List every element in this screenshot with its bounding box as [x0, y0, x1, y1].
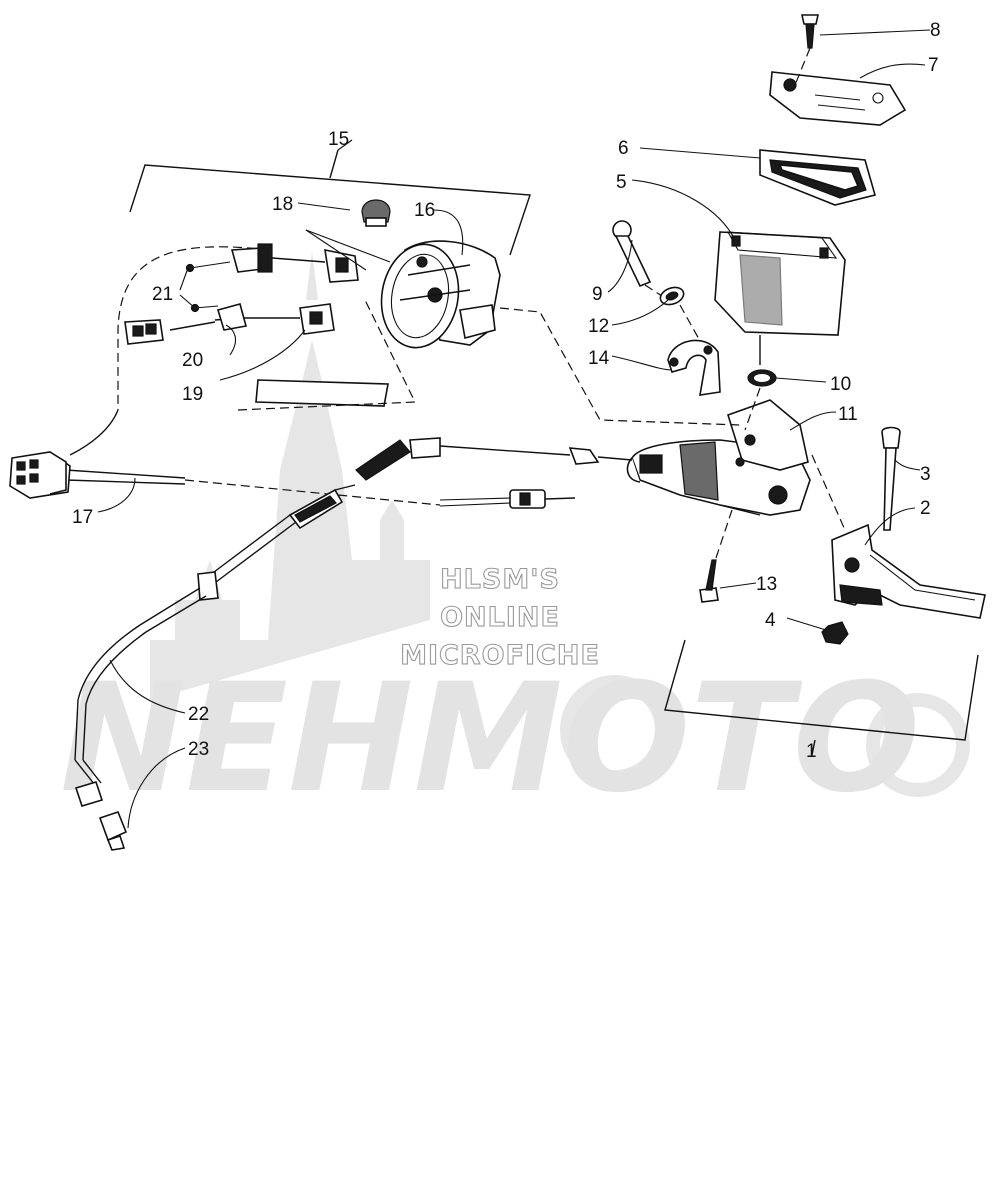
- callout-23: 23: [188, 739, 209, 760]
- watermark: NEHMOTO HLSM'S ONLINE MICROFICHE: [60, 250, 970, 826]
- callout-16: 16: [414, 200, 435, 221]
- callout-12: 12: [588, 316, 609, 337]
- clamp-14: [667, 339, 721, 396]
- callout-leaders: [97, 29, 931, 829]
- watermark-wheel-right-hole: [880, 707, 956, 783]
- wire-terminal: [509, 489, 576, 509]
- callout-3: 3: [920, 464, 931, 485]
- indicator-bulb: [361, 199, 391, 227]
- pivot-bolt: [881, 426, 901, 531]
- wiring-harness: [9, 246, 576, 509]
- callout-4: 4: [765, 610, 776, 631]
- lever-nut: [821, 621, 849, 645]
- callout-6: 6: [618, 138, 629, 159]
- housing-group-line: [237, 299, 416, 411]
- watermark-logo: NEHMOTO: [60, 652, 920, 826]
- lever-pivot-line: [811, 454, 846, 531]
- callout-14: 14: [588, 348, 610, 369]
- callout-22: 22: [188, 704, 209, 725]
- callout-13: 13: [756, 574, 777, 595]
- harness-connector: [9, 451, 71, 499]
- callout-10: 10: [830, 374, 851, 395]
- callout-20: 20: [182, 350, 203, 371]
- cylinder-housing-line: [499, 307, 741, 426]
- fluid-reservoir: [714, 231, 846, 336]
- hose-fitting: [98, 811, 128, 851]
- callout-18: 18: [272, 194, 293, 215]
- callout-15: 15: [328, 129, 349, 150]
- bolt-9: [612, 220, 669, 301]
- switch-wiring-parts: [124, 243, 389, 407]
- switch-housing: [380, 240, 501, 349]
- watermark-line-1: HLSM'S: [440, 564, 560, 595]
- callout-labels: 1 2 3 4 5 6 7 8 9 10 11 12 13 14 15 16 1…: [72, 20, 941, 762]
- cover-gasket: [759, 149, 876, 206]
- mount-screw: [699, 509, 733, 603]
- callout-9: 9: [592, 284, 603, 305]
- skyline-silhouette: [150, 340, 430, 700]
- reservoir-cover: [769, 71, 907, 126]
- callout-19: 19: [182, 384, 203, 405]
- master-cylinder: [626, 399, 811, 516]
- washer-12: [659, 286, 706, 351]
- skyline-spire: [306, 250, 318, 300]
- group-bracket-15: [129, 149, 531, 256]
- watermark-wheel-left-hole: [575, 690, 655, 770]
- callout-1: 1: [806, 741, 817, 762]
- brake-hose: [74, 484, 356, 807]
- watermark-line-3: MICROFICHE: [400, 640, 600, 671]
- callout-11: 11: [838, 404, 858, 425]
- brake-lever: [831, 523, 986, 619]
- control-cable-upper: [355, 437, 633, 481]
- watermark-line-2: ONLINE: [440, 602, 560, 633]
- callout-5: 5: [616, 172, 627, 193]
- callout-7: 7: [928, 55, 939, 76]
- callout-8: 8: [930, 20, 941, 41]
- callout-17: 17: [72, 507, 93, 528]
- group-bracket-1: [664, 639, 979, 756]
- callout-2: 2: [920, 498, 931, 519]
- callout-21: 21: [152, 284, 173, 305]
- cover-screw: [794, 14, 819, 86]
